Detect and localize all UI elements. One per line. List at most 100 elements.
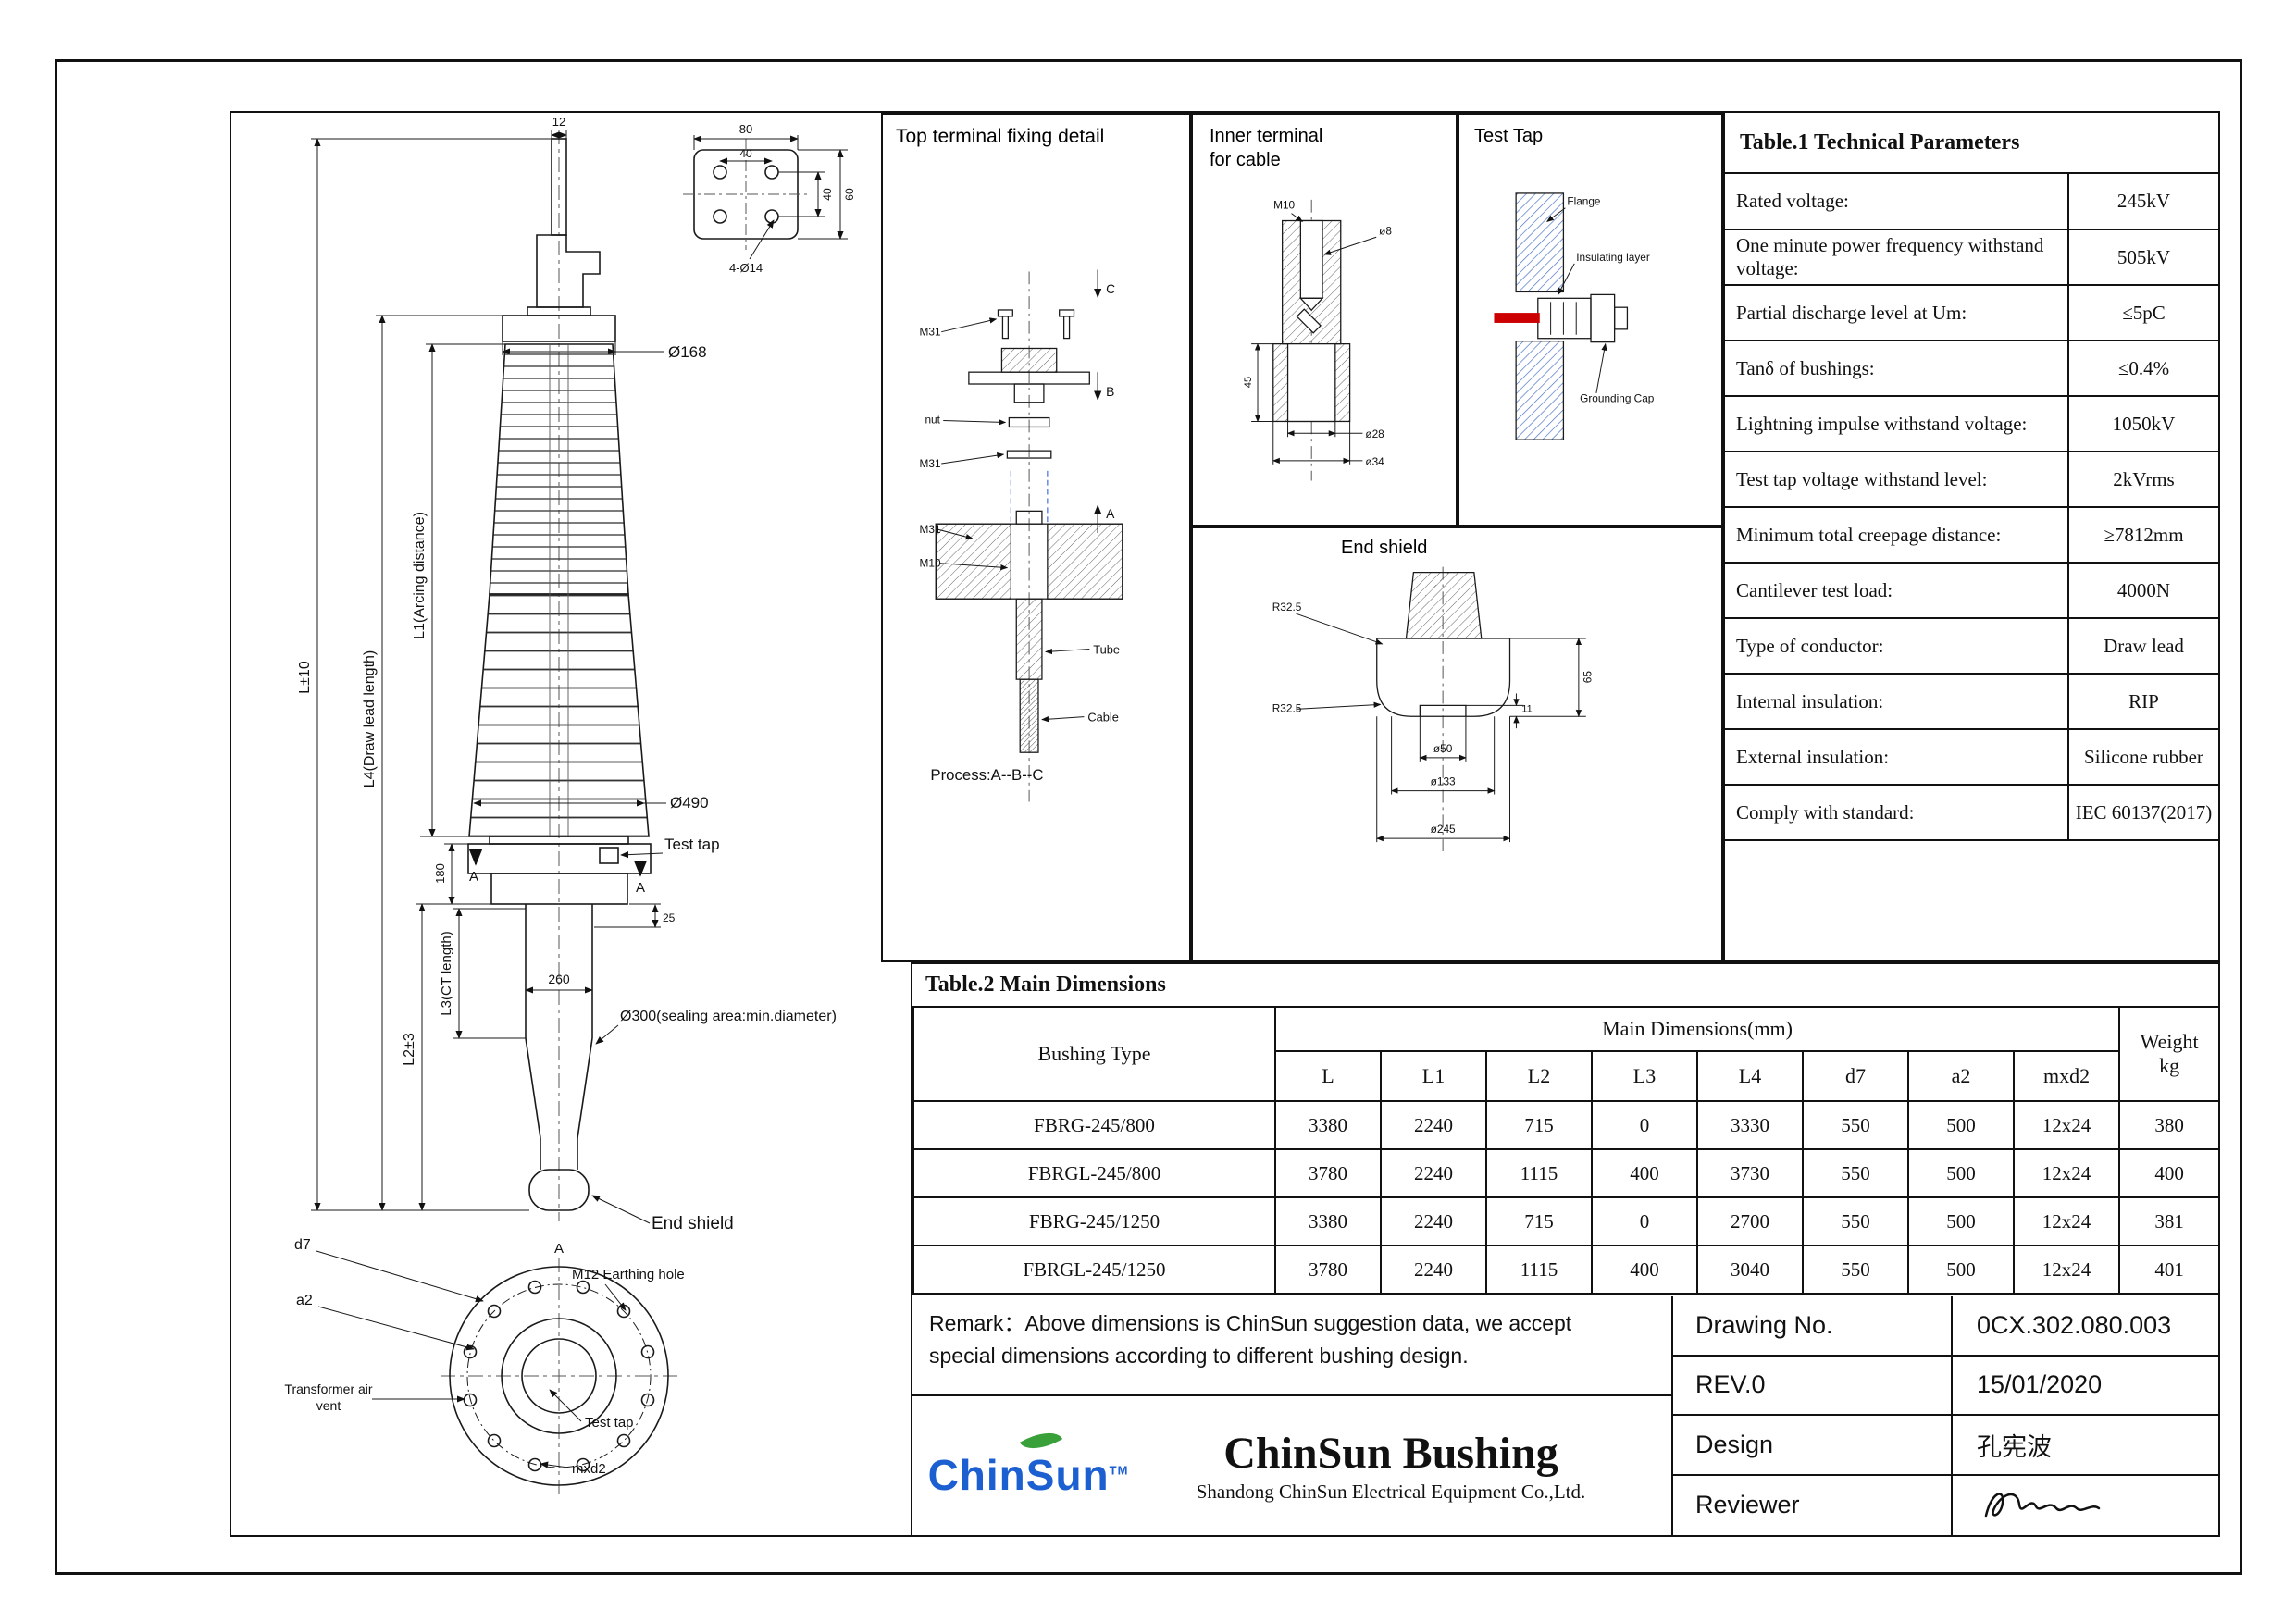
value-cell: ≤0.4% <box>2067 340 2218 397</box>
dim-cell: 550 <box>1802 1100 1909 1150</box>
col-header: d7 <box>1802 1050 1909 1102</box>
dim-cell: 2240 <box>1380 1100 1487 1150</box>
bushing-type-cell: FBRGL-245/800 <box>912 1148 1276 1198</box>
top-terminal-detail-drawing: M31 nut M31 M31 M10 C B A Tube Cable Pro… <box>920 269 1123 802</box>
dim-cell: 500 <box>1907 1148 2015 1198</box>
terminal-pad-plan-view <box>683 135 848 260</box>
value-cell: 505kV <box>2067 229 2218 286</box>
dim-label-80: 80 <box>739 122 752 136</box>
bushing-type-cell: FBRG-245/1250 <box>912 1196 1276 1246</box>
detail-title: End shield <box>1341 538 1428 558</box>
detail-title: Top terminal fixing detail <box>896 126 1105 147</box>
inner-terminal-linework <box>1251 199 1377 481</box>
cable-section <box>1019 678 1039 753</box>
weight-cell: 380 <box>2118 1100 2221 1150</box>
nut-label: nut <box>925 413 940 426</box>
mxd2-label: mxd2 <box>572 1461 606 1477</box>
param-cell: External insulation: <box>1725 728 2069 786</box>
elevation-linework <box>311 130 848 1224</box>
weight-header-line: Weight <box>2140 1030 2199 1053</box>
end-shield-label: End shield <box>652 1214 734 1233</box>
mark-b: B <box>1106 384 1114 399</box>
rev-date-value: 15/01/2020 <box>1977 1370 2103 1399</box>
table-row: One minute power frequency withstand vol… <box>1725 229 2218 286</box>
title-block-row: Design 孔宪波 <box>1673 1416 2218 1476</box>
dim-cell: 3040 <box>1696 1245 1804 1295</box>
drawing-no-label: Drawing No. <box>1673 1296 1953 1355</box>
col-header: L3 <box>1591 1050 1698 1102</box>
table2-title: Table.2 Main Dimensions <box>925 973 1166 997</box>
a2-label: a2 <box>296 1293 313 1308</box>
upper-shed-profile <box>489 343 629 595</box>
test-tap-drawing: Flange Insulating layer Grounding Cap <box>1494 192 1655 440</box>
dim-cell: 0 <box>1591 1100 1698 1150</box>
bottom-view-linework <box>316 1250 677 1494</box>
dim-cell: 400 <box>1591 1148 1698 1198</box>
dim-cell: 2240 <box>1380 1245 1487 1295</box>
dim-label-260: 260 <box>548 972 570 986</box>
col-header: L <box>1274 1050 1382 1102</box>
dim-cell: 715 <box>1485 1100 1593 1150</box>
table-row: Internal insulation:RIP <box>1725 673 2218 730</box>
section-mark-a: A <box>636 880 645 896</box>
dim-cell: 2240 <box>1380 1148 1487 1198</box>
air-vent-label: vent <box>316 1398 341 1413</box>
title-block-row: Drawing No. 0CX.302.080.003 <box>1673 1296 2218 1357</box>
flange-outer-circle <box>449 1266 669 1486</box>
title-block: Drawing No. 0CX.302.080.003 REV.0 15/01/… <box>1671 1296 2218 1535</box>
dim-label-40b: 40 <box>821 188 834 201</box>
remark-text: Remark：Above dimensions is ChinSun sugge… <box>929 1311 1572 1368</box>
weight-cell: 401 <box>2118 1245 2221 1295</box>
table-row: External insulation:Silicone rubber <box>1725 728 2218 786</box>
inner-terminal-drawing: M10 ø8 45 ø28 ø34 <box>1243 199 1392 481</box>
table-row: Lightning impulse withstand voltage:1050… <box>1725 395 2218 452</box>
detail-title: Inner terminal <box>1210 126 1323 146</box>
reviewer-value <box>1953 1476 2218 1536</box>
col-header: L2 <box>1485 1050 1593 1102</box>
title-block-row: REV.0 15/01/2020 <box>1673 1356 2218 1416</box>
dim-label-40a: 40 <box>739 147 752 160</box>
param-cell: Lightning impulse withstand voltage: <box>1725 395 2069 452</box>
dia8-label: ø8 <box>1379 224 1392 237</box>
reviewer-signature <box>1984 1493 2101 1517</box>
conductor-bar <box>1494 313 1540 323</box>
flange-wall-upper <box>1515 192 1565 293</box>
design-label: Design <box>1673 1416 1953 1474</box>
col-header: L4 <box>1696 1050 1804 1102</box>
dim-label-12: 12 <box>552 115 565 129</box>
logo-wordmark: ChinSunTM <box>912 1450 1144 1500</box>
dim-cell: 1115 <box>1485 1245 1593 1295</box>
bushing-type-cell: FBRGL-245/1250 <box>912 1245 1276 1295</box>
inner-terminal-detail-box: Inner terminal for cable <box>1191 113 1458 527</box>
technical-parameters-region: Table.1 Technical Parameters Rated volta… <box>1723 113 2218 962</box>
dim-cell: 500 <box>1907 1245 2015 1295</box>
end-shield-linework <box>1296 566 1586 852</box>
design-value: 孔宪波 <box>1977 1432 2052 1461</box>
dim45-label: 45 <box>1243 377 1254 388</box>
drawing-no-value: 0CX.302.080.003 <box>1977 1310 2172 1339</box>
dim-cell: 715 <box>1485 1196 1593 1246</box>
table-row: Rated voltage:245kV <box>1725 174 2218 230</box>
m10-label: M10 <box>1273 199 1295 212</box>
detail-title: Test Tap <box>1474 126 1544 146</box>
flange-label: Flange <box>1567 195 1601 208</box>
top-terminal-bracket <box>536 234 601 308</box>
outer-border <box>55 59 2242 1575</box>
dim-cell: 1115 <box>1485 1148 1593 1198</box>
title-block-row: Reviewer <box>1673 1475 2218 1536</box>
value-cell: IEC 60137(2017) <box>2067 784 2218 841</box>
bushing-type-cell: FBRG-245/800 <box>912 1100 1276 1150</box>
dia300-label: Ø300(sealing area:min.diameter) <box>620 1009 837 1024</box>
weight-header-line: kg <box>2159 1054 2180 1077</box>
m31-label: M31 <box>920 523 941 536</box>
dim-cell: 500 <box>1907 1196 2015 1246</box>
grounding-cap-label: Grounding Cap <box>1580 392 1655 405</box>
dim-cell: 3780 <box>1274 1245 1382 1295</box>
table-row: Type of conductor:Draw lead <box>1725 617 2218 675</box>
dia34-label: ø34 <box>1365 455 1384 468</box>
company-block: ChinSunTM ChinSun Bushing Shandong ChinS… <box>912 1394 1671 1535</box>
